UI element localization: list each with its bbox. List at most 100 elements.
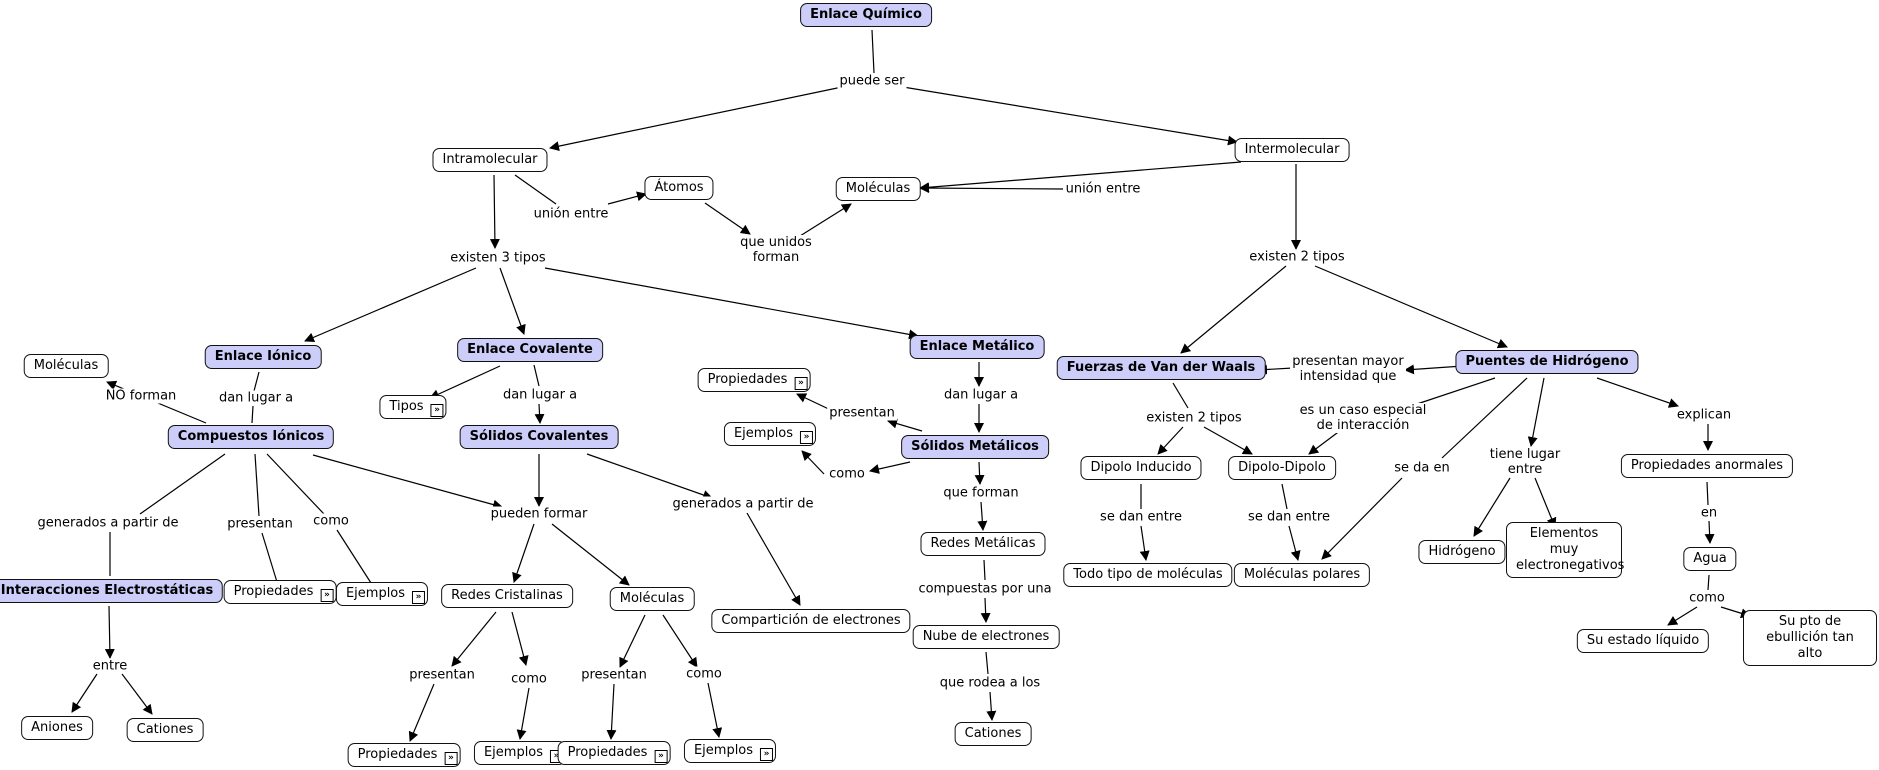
node-enlace-covalente[interactable]: Enlace Covalente: [457, 338, 603, 362]
node-moleculas-cov[interactable]: Moléculas: [609, 587, 695, 611]
node-label: Cationes: [964, 726, 1022, 741]
node-label: Sólidos Covalentes: [469, 429, 609, 444]
connector-arrow: [534, 403, 545, 424]
node-enlace-ionico[interactable]: Enlace Iónico: [204, 345, 322, 369]
connector-arrow: [499, 267, 526, 335]
double-chevron-right-icon[interactable]: »: [794, 377, 808, 390]
node-redes-cristalinas[interactable]: Redes Cristalinas: [441, 584, 573, 608]
connector-arrow: [121, 673, 153, 715]
connector-arrow: [707, 682, 723, 738]
connector-line: [266, 453, 325, 515]
node-hidrogeno[interactable]: Hidrógeno: [1418, 540, 1506, 564]
node-intramolecular[interactable]: Intramolecular: [432, 148, 548, 172]
node-enlace-quimico[interactable]: Enlace Químico: [800, 3, 932, 27]
node-solidos-covalentes[interactable]: Sólidos Covalentes: [459, 425, 619, 449]
node-label: Moléculas: [845, 181, 911, 196]
node-solidos-metalicos[interactable]: Sólidos Metálicos: [901, 435, 1049, 459]
connector-arrow: [607, 191, 647, 205]
node-ejemplos-ion[interactable]: Ejemplos»: [335, 582, 429, 606]
node-propiedades-rc[interactable]: Propiedades »: [347, 743, 461, 767]
double-chevron-right-icon[interactable]: »: [760, 748, 774, 761]
connector-arrow: [980, 597, 991, 623]
connector-arrow: [512, 523, 535, 583]
node-ejemplos-mol[interactable]: Ejemplos»: [683, 739, 777, 763]
node-enlace-metalico[interactable]: Enlace Metálico: [909, 335, 1045, 359]
connector-arrow: [1288, 525, 1301, 561]
link-presentan-moleculas: presentan: [579, 667, 649, 683]
connector-line: [985, 651, 989, 675]
connector-arrow: [304, 267, 477, 343]
node-ejemplos-rc[interactable]: Ejemplos»: [473, 741, 567, 765]
node-cationes-met[interactable]: Cationes: [954, 722, 1032, 746]
node-label: Elementos muy electronegativos: [1516, 526, 1625, 573]
node-compuestos-ionicos[interactable]: Compuestos Iónicos: [167, 425, 335, 449]
connector-arrow: [1180, 265, 1287, 354]
link-no-forman: NO forman: [103, 388, 179, 404]
double-chevron-right-icon[interactable]: »: [320, 589, 334, 602]
link-compuestas-por: compuestas por una: [916, 581, 1054, 597]
node-todo-tipo-moleculas[interactable]: Todo tipo de moléculas: [1063, 563, 1233, 587]
connector-arrow: [71, 673, 98, 713]
node-redes-metalicas[interactable]: Redes Metálicas: [920, 532, 1046, 556]
link-pueden-formar: pueden formar: [488, 506, 590, 522]
node-ejemplos-met[interactable]: Ejemplos »: [723, 422, 817, 446]
node-atomos[interactable]: Átomos: [644, 176, 714, 200]
link-como-moleculas: como: [684, 666, 724, 682]
double-chevron-right-icon[interactable]: »: [444, 752, 458, 765]
node-intermolecular[interactable]: Intermolecular: [1234, 138, 1350, 162]
node-moleculas-top[interactable]: Moléculas: [835, 177, 921, 201]
node-puentes-hidrogeno[interactable]: Puentes de Hidrógeno: [1455, 350, 1639, 374]
node-nube-electrones[interactable]: Nube de electrones: [912, 625, 1060, 649]
double-chevron-right-icon[interactable]: »: [654, 750, 668, 763]
connector-line: [336, 529, 372, 584]
node-propiedades-met[interactable]: Propiedades»: [697, 368, 811, 392]
node-dipolo-inducido[interactable]: Dipolo Inducido: [1080, 456, 1202, 480]
node-moleculas-polares[interactable]: Moléculas polares: [1233, 563, 1371, 587]
connector-line: [1706, 481, 1709, 506]
connector-arrow: [1596, 377, 1679, 408]
node-label: Propiedades: [357, 747, 438, 762]
node-van-der-waals[interactable]: Fuerzas de Van der Waals: [1056, 356, 1266, 380]
connector-arrow: [662, 614, 698, 668]
node-label: Propiedades anormales: [1630, 458, 1784, 473]
node-cationes-ion[interactable]: Cationes: [126, 718, 204, 742]
connector-arrow: [312, 454, 503, 510]
connector-arrow: [1321, 477, 1403, 560]
connector-arrow: [1527, 377, 1545, 447]
connector-arrow: [919, 161, 1242, 193]
node-label: Ejemplos: [733, 426, 794, 441]
link-como-metalico: como: [827, 466, 867, 482]
node-label: Nube de electrones: [922, 629, 1050, 644]
double-chevron-right-icon[interactable]: »: [412, 591, 426, 604]
node-interacciones-electrostaticas[interactable]: Interacciones Electrostáticas: [0, 579, 224, 603]
link-presentan-redes: presentan: [407, 667, 477, 683]
connector-line: [514, 174, 557, 205]
node-comparticion-electrones[interactable]: Compartición de electrones: [711, 609, 911, 633]
node-label: Su estado líquido: [1586, 633, 1700, 648]
node-propiedades-ion[interactable]: Propiedades»: [223, 580, 337, 604]
connector-line: [1441, 377, 1528, 459]
connector-arrow: [986, 691, 997, 721]
node-estado-liquido[interactable]: Su estado líquido: [1576, 629, 1710, 653]
node-tipos[interactable]: Tipos»: [379, 395, 447, 419]
node-propiedades-mol[interactable]: Propiedades»: [557, 741, 671, 765]
connector-arrow: [746, 512, 801, 606]
node-agua[interactable]: Agua: [1683, 547, 1737, 571]
connector-arrow: [1534, 477, 1557, 528]
node-moleculas-left[interactable]: Moléculas: [23, 354, 109, 378]
node-label: Dipolo-Dipolo: [1238, 460, 1326, 475]
double-chevron-right-icon[interactable]: »: [800, 431, 814, 444]
link-union-entre-intra: unión entre: [531, 206, 611, 222]
connector-arrow: [1704, 520, 1715, 544]
node-elementos-electronegativos[interactable]: Elementos muy electronegativos: [1506, 522, 1625, 578]
node-dipolo-dipolo[interactable]: Dipolo-Dipolo: [1228, 456, 1336, 480]
node-label: Ejemplos: [483, 745, 544, 760]
link-presentan-mayor: presentan mayor intensidad que: [1290, 354, 1406, 384]
node-label: Todo tipo de moléculas: [1073, 567, 1223, 582]
node-propiedades-anormales[interactable]: Propiedades anormales: [1620, 454, 1794, 478]
node-pto-ebullicion[interactable]: Su pto de ebullición tan alto: [1743, 610, 1877, 666]
node-aniones[interactable]: Aniones: [21, 716, 93, 740]
double-chevron-right-icon[interactable]: »: [430, 404, 444, 417]
node-label: Puentes de Hidrógeno: [1465, 354, 1629, 369]
